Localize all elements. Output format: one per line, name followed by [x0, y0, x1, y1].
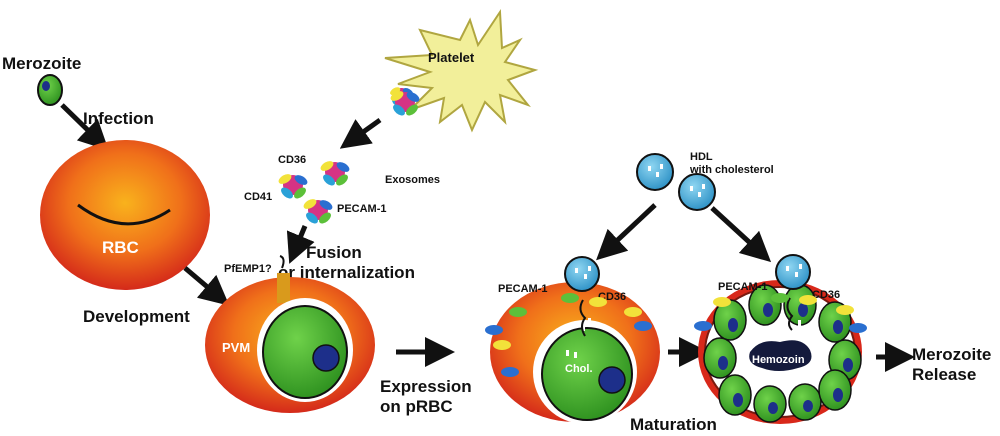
prbc-bound-hdl-marks: [575, 266, 591, 279]
infection-arrow: [60, 103, 109, 151]
pfemp1-label: PfEMP1?: [224, 263, 272, 275]
cd36-label: CD36: [278, 154, 306, 166]
exosome-release-arrow: [339, 117, 382, 149]
maturation-label: Maturation: [630, 415, 717, 434]
rbc-cell: [40, 140, 210, 290]
release-label-line2: Release: [912, 365, 976, 384]
schizont-pecam1-label: PECAM-1: [718, 281, 768, 293]
prbc-bound-hdl: [564, 256, 600, 292]
development-arrow: [183, 266, 230, 306]
daughter-nuclei: [718, 303, 853, 414]
schizont-cd36-label: CD36: [812, 289, 840, 301]
prbc-parasite: [541, 327, 633, 421]
rbc-label: RBC: [102, 238, 139, 257]
hemozoin-crystal: [749, 340, 812, 371]
schizont-receptor-5: [836, 305, 854, 315]
merozoite-label: Merozoite: [2, 54, 81, 73]
fusion-label-line2: or internalization: [278, 263, 415, 282]
platelet-label: Platelet: [428, 50, 475, 65]
schizont-receptor-4: [713, 297, 731, 307]
hdl-label-line1: HDL: [690, 151, 713, 163]
receptor-6: [624, 307, 642, 317]
chol-marks: [566, 318, 591, 358]
pfemp1-strand: [279, 255, 285, 269]
prbc-parasite-nucleus: [598, 366, 626, 394]
exosome-cd41: [276, 172, 310, 201]
hemozoin-label: Hemozoin: [752, 354, 805, 366]
parasite-nucleus: [312, 344, 340, 372]
schizont-pecam1-strand: [786, 297, 794, 331]
rbc-membrane-curve: [77, 203, 171, 226]
pecam1-label: PECAM-1: [337, 203, 387, 215]
exosomes-label: Exosomes: [385, 174, 440, 186]
exosome-pecam1: [301, 197, 335, 226]
release-label-line1: Merozoite: [912, 345, 991, 364]
merozoite-nucleus: [42, 81, 50, 91]
fusion-label-line1: Fusion: [306, 243, 362, 262]
receptor-3: [485, 325, 503, 335]
chol-label: Chol.: [565, 363, 593, 375]
receptor-4: [493, 340, 511, 350]
hdl-cholesterol-marks: [648, 164, 705, 197]
pfemp1-knob: [277, 273, 290, 303]
development-label: Development: [83, 307, 190, 326]
receptor-7: [634, 321, 652, 331]
pecam1-strand: [579, 299, 587, 337]
prbc-pecam1-label: PECAM-1: [498, 283, 548, 295]
hdl-arrow-left: [596, 203, 657, 261]
receptor-8: [501, 367, 519, 377]
schizont-bound-hdl-marks: [786, 264, 802, 277]
platelet-cell: [384, 8, 539, 133]
schizont-receptor-6: [849, 323, 867, 333]
fusion-arrow: [286, 225, 315, 264]
hdl-label-line2: with cholesterol: [689, 164, 774, 176]
schizont-receptor-2: [799, 295, 817, 305]
hdl-arrow-right: [710, 206, 772, 263]
receptor-1: [561, 293, 579, 303]
expression-label-line2: on pRBC: [380, 397, 453, 416]
pvm-label: PVM: [222, 340, 250, 355]
schizont-bound-hdl: [775, 254, 811, 290]
hdl-particle-1: [636, 153, 674, 191]
schizont-receptor-1: [771, 293, 789, 303]
receptor-2: [589, 297, 607, 307]
receptor-5: [509, 307, 527, 317]
cd41-label: CD41: [244, 191, 272, 203]
infection-label: Infection: [83, 109, 154, 128]
expression-label-line1: Expression: [380, 377, 472, 396]
merozoite-cell: [37, 74, 63, 106]
parasite-cell: [262, 305, 348, 399]
exosome-cd36: [318, 159, 352, 188]
schizont-receptor-3: [694, 321, 712, 331]
schizont-chol-marks: [798, 320, 807, 332]
hdl-particle-2: [678, 173, 716, 211]
